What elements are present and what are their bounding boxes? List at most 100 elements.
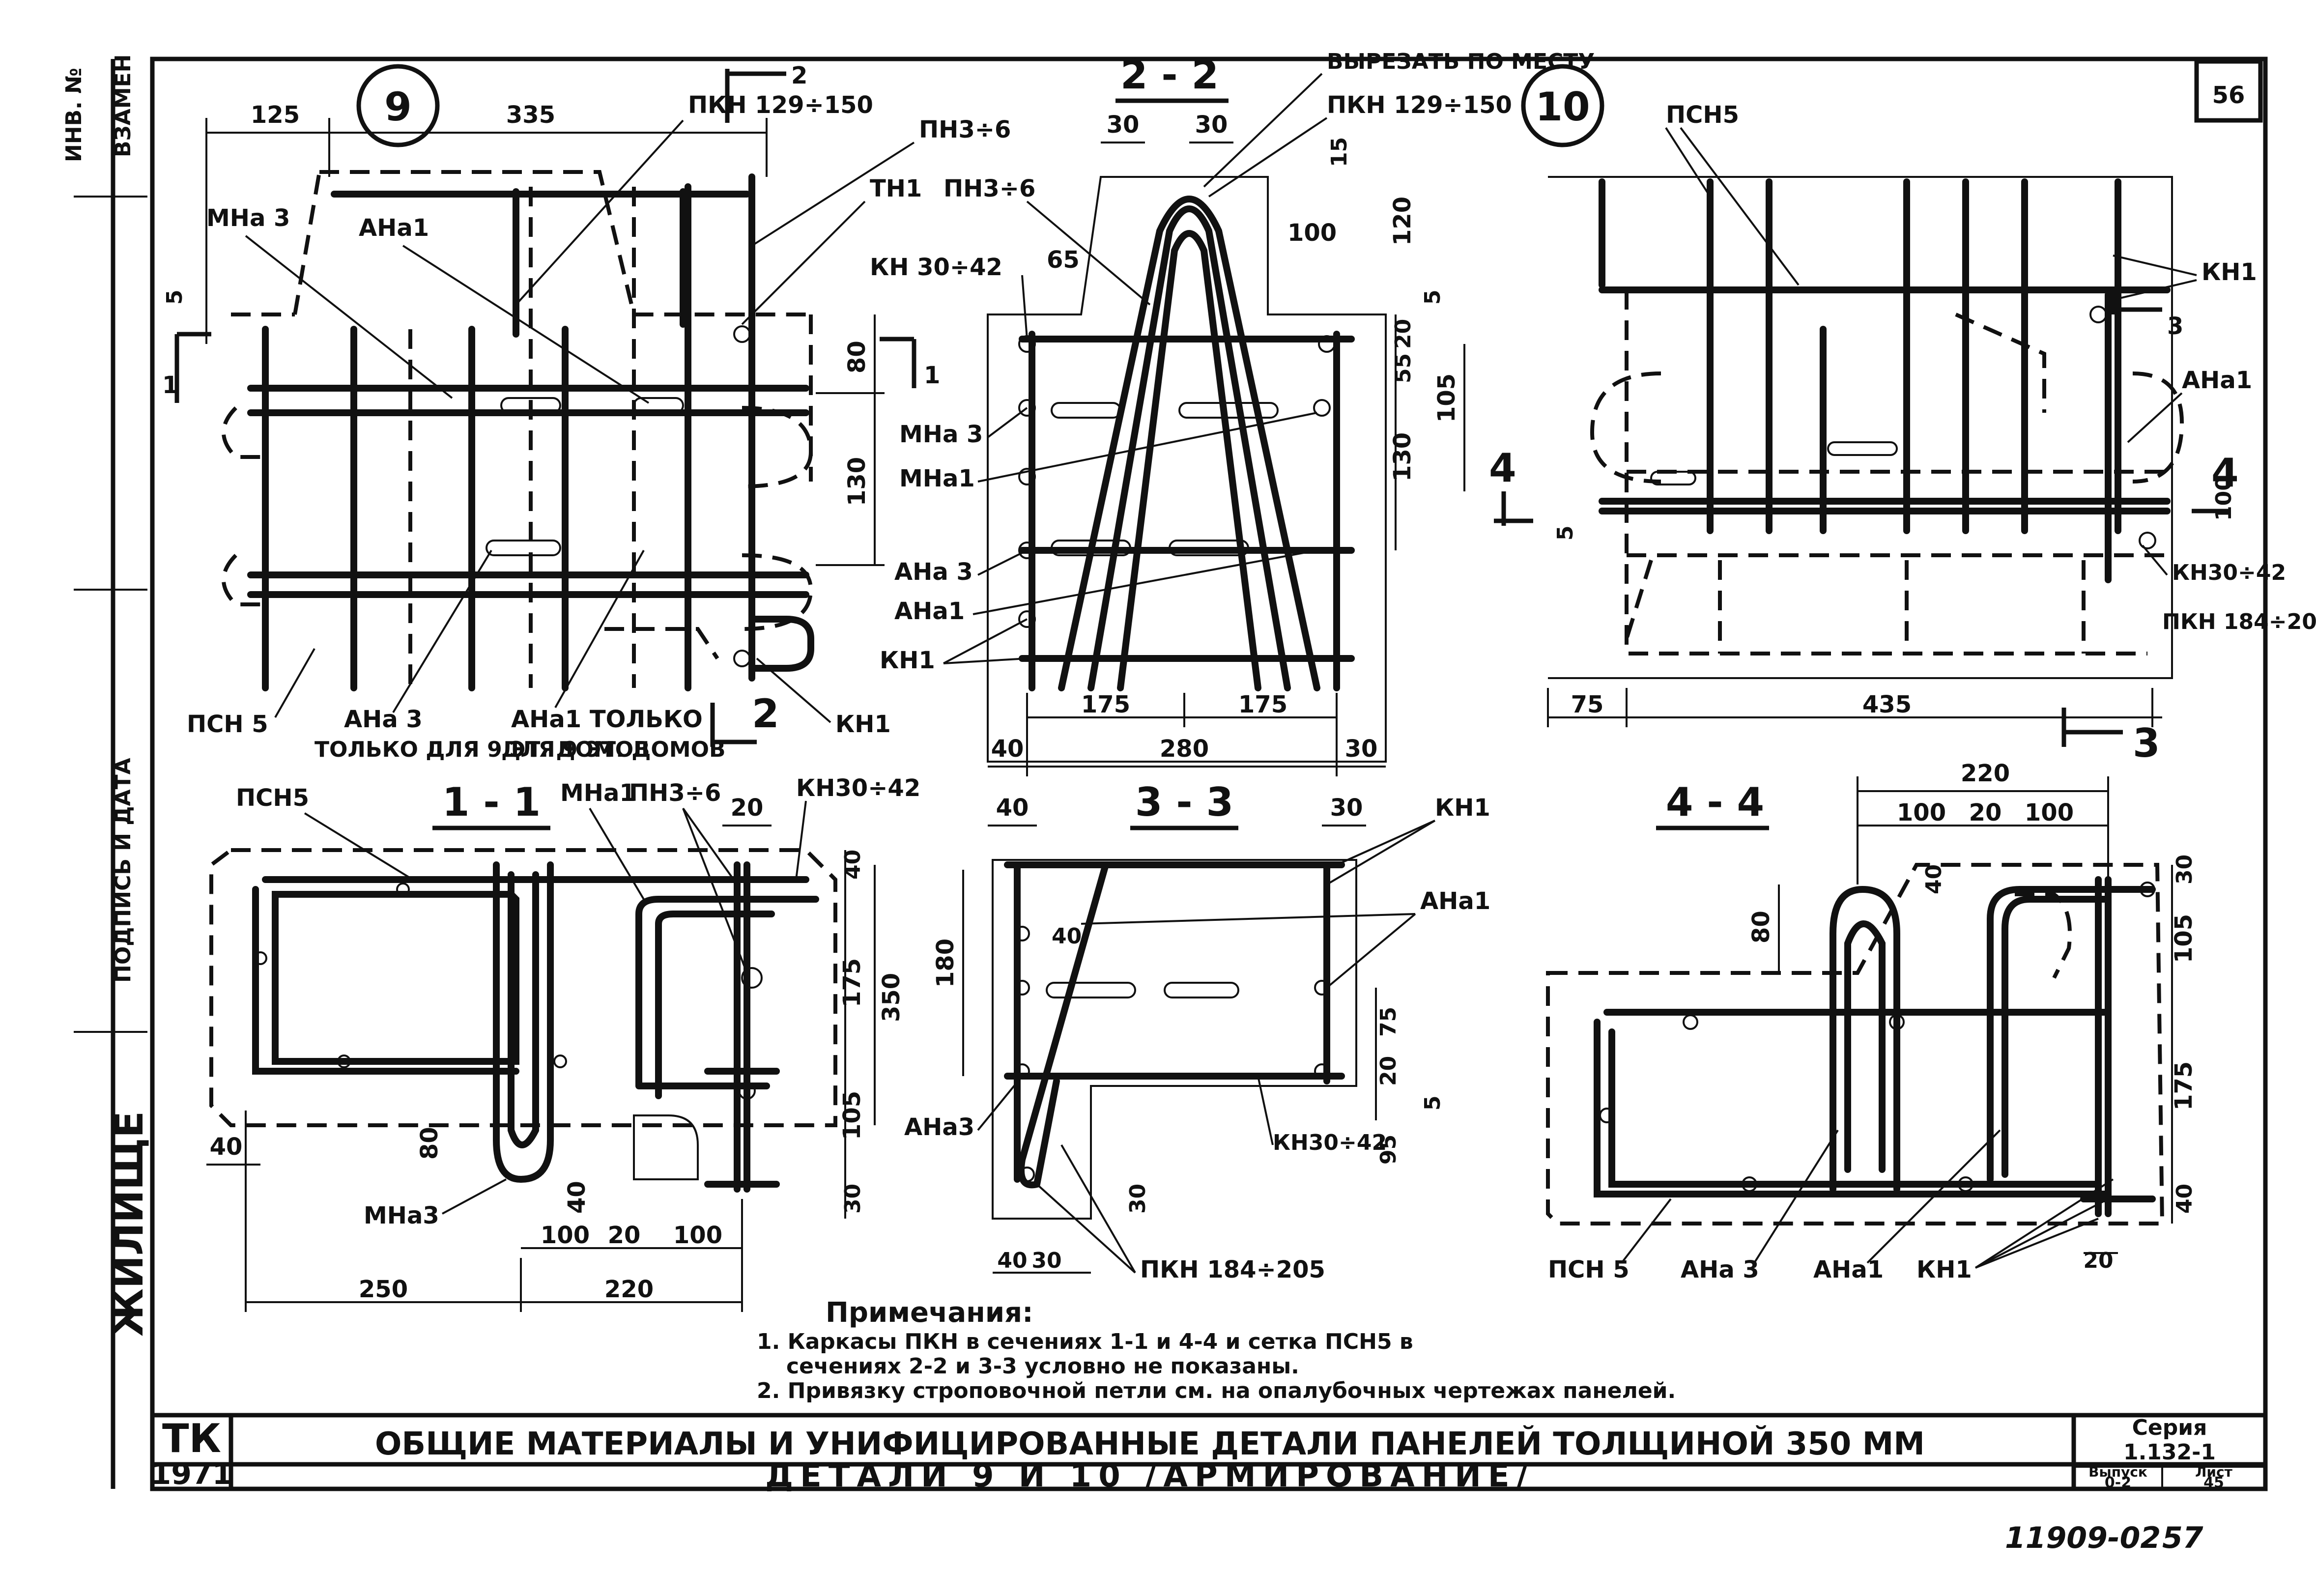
section-2-2-title: 2 - 2	[1120, 52, 1219, 98]
detail-9-leader	[751, 142, 915, 247]
section-1-1-node	[254, 951, 267, 965]
detail-9-node	[733, 325, 751, 343]
section-1-1-node	[738, 1082, 756, 1100]
section-4-4-title: 4 - 4	[1666, 779, 1764, 825]
detail-9-label-kn1: КН1	[835, 711, 891, 738]
section-2-2-dim-30b: 30	[1195, 111, 1228, 139]
notes-heading: Примечания:	[826, 1297, 1033, 1329]
detail-9-dim-335: 335	[506, 101, 555, 129]
section-2-2-dim-55: 55	[1391, 353, 1416, 383]
section-3-3-node	[1019, 1167, 1035, 1182]
svg-text:1: 1	[924, 362, 940, 389]
detail-10-outline-dashed	[1625, 290, 2147, 656]
left-strip: ИНВ. № ВЗАМЕН ПОДПИСЬ И ДАТА ЖИЛИЩЕ	[61, 54, 152, 1337]
left-strip-zhilishche: ЖИЛИЩЕ	[106, 1111, 152, 1337]
section-3-3-dim-30a: 30	[1330, 794, 1363, 822]
section-2-2-dim-100: 100	[1287, 219, 1337, 247]
sheet-number-top: 56	[2212, 82, 2245, 109]
section-2-2-ana-link	[1169, 540, 1249, 556]
section-3-3-dim-40b: 40	[1052, 924, 1082, 949]
notes: Примечания: 1. Каркасы ПКН в сечениях 1-…	[757, 1297, 1676, 1403]
section-1-1-dim-220: 220	[604, 1276, 654, 1303]
detail-9-ana-link	[500, 397, 561, 414]
section-2-2-label-mna3: МНа 3	[899, 421, 983, 448]
notes-line-3: 2. Привязку строповочной петли см. на оп…	[757, 1378, 1676, 1403]
section-1-1-psn-frame	[252, 876, 809, 1075]
section-2-2-dim-280: 280	[1160, 735, 1209, 763]
section-2-2-cut-note: ВЫРЕЗАТЬ ПО МЕСТУ	[1327, 49, 1595, 74]
detail-10-dim-5: 5	[1553, 525, 1578, 541]
cut-1-left: 1	[162, 332, 211, 403]
page-number: 57	[2162, 1521, 2203, 1555]
svg-text:4: 4	[1489, 445, 1516, 491]
detail-10-hook-right	[2132, 371, 2184, 484]
section-2-2-pkn-loop-inner	[1117, 230, 1261, 691]
detail-9-ana-link	[633, 397, 684, 414]
section-4-4-dim-40b: 40	[2172, 1184, 2197, 1214]
detail-9-dim-80: 80	[843, 341, 871, 373]
section-2-2-node	[1018, 399, 1036, 417]
section-2-2-mna-link	[1051, 402, 1121, 419]
cut-3-bottom: 3	[2061, 708, 2160, 766]
section-4-4-node	[1742, 1176, 1757, 1192]
section-3-3-node	[1014, 980, 1030, 996]
section-1-1-node	[553, 1054, 567, 1068]
cut-4-right: 4	[2192, 450, 2239, 513]
svg-text:1: 1	[162, 371, 178, 399]
detail-9-label-ana1-only: АНа1 ТОЛЬКО	[511, 706, 703, 733]
detail-9-dim-125: 125	[251, 101, 300, 129]
section-1-1-dim-100a: 100	[541, 1222, 590, 1249]
section-2-2-dim-175a: 175	[1081, 691, 1130, 718]
section-2-2: 2 - 2 ВЫРЕЗАТЬ ПО МЕСТУ 30 30 1 5 100	[870, 49, 1595, 776]
section-2-2-node	[1313, 399, 1331, 417]
section-3-3-ana-link	[1046, 982, 1136, 998]
detail-10-label-psn5: ПСН5	[1666, 101, 1739, 129]
section-1-1-dim-100b: 100	[673, 1222, 722, 1249]
title-block-sheet-label: Лист	[2195, 1464, 2232, 1480]
section-1-1-dim-30: 30	[840, 1184, 865, 1214]
detail-10-dim-100: 100	[2211, 476, 2236, 521]
section-4-4-dim-30: 30	[2172, 855, 2197, 884]
detail-10-node	[2139, 532, 2156, 549]
section-1-1-dim-175: 175	[838, 958, 866, 1007]
section-2-2-label-ana1: АНа1	[894, 598, 965, 625]
section-3-3-node	[1014, 926, 1030, 941]
detail-9-leader	[392, 549, 492, 713]
section-2-2-dim-30a: 30	[1107, 111, 1140, 139]
sheet-border	[150, 57, 2268, 1491]
detail-10-ana-link	[1827, 441, 1898, 456]
detail-10-dim-435: 435	[1862, 691, 1912, 718]
section-1-1-label-pnz: ПН3÷6	[629, 779, 721, 807]
section-3-3-dim-5: 5	[1420, 1095, 1445, 1111]
title-block-sheet: 45	[2203, 1474, 2224, 1491]
section-1-1-node	[741, 967, 763, 989]
section-2-2-dim-65: 65	[1047, 246, 1080, 274]
section-4-4-dim-80: 80	[1747, 911, 1775, 943]
section-3-3: 3 - 3 40 30 180 40 75 20 5 95 30 40 30 К	[904, 779, 1490, 1283]
section-3-3-dim-40c: 40	[997, 1248, 1027, 1273]
section-2-2-dim-30c: 30	[1345, 735, 1378, 763]
title-block-issue-label: Выпуск	[2088, 1464, 2147, 1480]
section-1-1-pnz-frame	[635, 896, 819, 1099]
section-3-3-node	[1314, 1063, 1330, 1079]
section-3-3-label-kn3042: КН30÷42	[1273, 1130, 1387, 1155]
detail-10: 10 75 435 5 100 П	[1489, 64, 2316, 766]
detail-10-ana-link	[1650, 471, 1696, 485]
detail-10-label-pkn: ПКН 184÷205	[2162, 609, 2316, 634]
section-3-3-label-pkn: ПКН 184÷205	[1140, 1256, 1325, 1283]
section-2-2-mna-link	[1178, 402, 1279, 419]
svg-text:3: 3	[2133, 720, 2160, 766]
svg-text:4: 4	[2211, 450, 2239, 496]
detail-9-label-tn1: ТН1	[870, 175, 922, 202]
cut-3-top: 3	[2111, 290, 2183, 340]
section-4-4-node	[1599, 1108, 1615, 1123]
section-2-2-dim-40: 40	[991, 735, 1024, 763]
section-3-3-dim-75: 75	[1376, 1007, 1401, 1037]
section-1-1-label-kn3042: КН30÷42	[796, 774, 920, 802]
section-4-4-dim-40a: 40	[1921, 864, 1946, 894]
section-4-4-node	[1683, 1014, 1698, 1030]
section-4-4-kn1-frame	[1987, 886, 2121, 1183]
section-4-4-node	[1958, 1176, 1973, 1192]
section-4-4-psn-frame	[1594, 1009, 2112, 1197]
section-1-1-pocket	[633, 1114, 699, 1180]
